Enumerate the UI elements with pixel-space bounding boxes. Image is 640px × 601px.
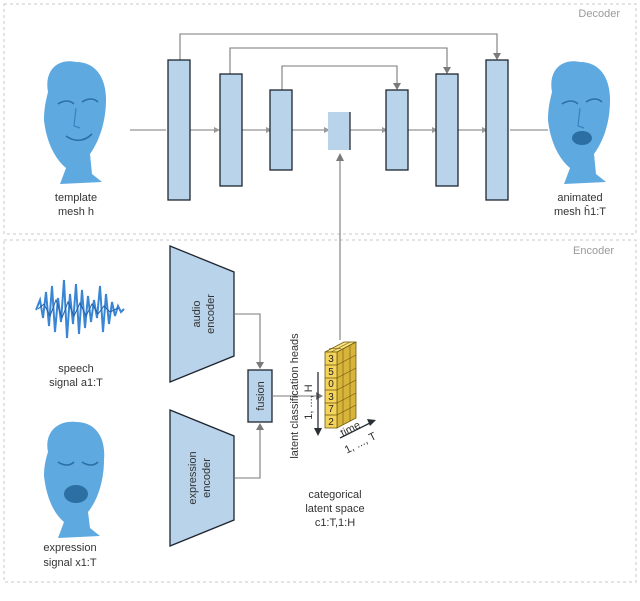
encoder-section-label: Encoder	[573, 245, 614, 257]
decoder-block-5	[435, 73, 459, 187]
decoder-section-label: Decoder	[578, 8, 620, 20]
decoder-block-1	[167, 59, 191, 201]
classification-heads-label: latent classification heads	[289, 333, 301, 459]
decoder-block-6	[485, 59, 509, 201]
audio-encoder-label: audio	[191, 301, 203, 328]
template-mesh-label: template	[55, 192, 97, 204]
speech-waveform	[35, 279, 125, 339]
latent-space-label-2: latent space	[305, 503, 364, 515]
template-mesh-symbol: mesh h	[58, 206, 94, 218]
animated-mesh-image	[548, 61, 610, 184]
expression-encoder-label: expression	[187, 451, 199, 504]
expression-signal-image	[44, 421, 105, 538]
expression-to-fusion	[234, 428, 261, 479]
bottleneck-block	[328, 112, 350, 150]
audio-encoder-block	[169, 245, 235, 383]
cube-digit: 2	[328, 417, 334, 428]
decoder-block-3	[269, 89, 293, 171]
expression-symbol: signal x1:T	[43, 557, 96, 569]
cube-digit: 3	[328, 354, 334, 365]
expression-label: expression	[43, 542, 96, 554]
decoder-frame	[3, 3, 637, 235]
expression-encoder-label-2: encoder	[201, 458, 213, 498]
audio-to-fusion	[234, 313, 261, 364]
time-arrow	[339, 421, 373, 439]
cube-digit: 3	[328, 392, 334, 403]
heads-range-label: 1, ..., H	[303, 384, 315, 420]
latent-space-label: categorical	[308, 489, 361, 501]
latent-space-symbol: c1:T,1:H	[315, 517, 355, 529]
fusion-label: fusion	[255, 381, 267, 410]
animated-mesh-label: animated	[557, 192, 602, 204]
speech-label: speech	[58, 363, 93, 375]
cube-digit: 0	[328, 379, 334, 390]
decoder-block-2	[219, 73, 243, 187]
speech-symbol: signal a1:T	[49, 377, 103, 389]
decoder-block-4	[385, 89, 409, 171]
cube-digit: 7	[328, 404, 334, 415]
skip-connection-outer	[179, 33, 498, 60]
categorical-latent-cube: 3 5 0 3 7 2	[324, 341, 357, 429]
cube-digit: 5	[328, 367, 334, 378]
expression-encoder-block	[169, 409, 235, 547]
audio-encoder-label-2: encoder	[205, 294, 217, 334]
skip-connection-middle	[229, 47, 448, 74]
skip-connection-inner	[281, 65, 398, 90]
animated-mesh-symbol: mesh ĥ1:T	[554, 205, 606, 218]
encoder-frame	[3, 239, 637, 583]
template-mesh-image	[44, 61, 106, 184]
